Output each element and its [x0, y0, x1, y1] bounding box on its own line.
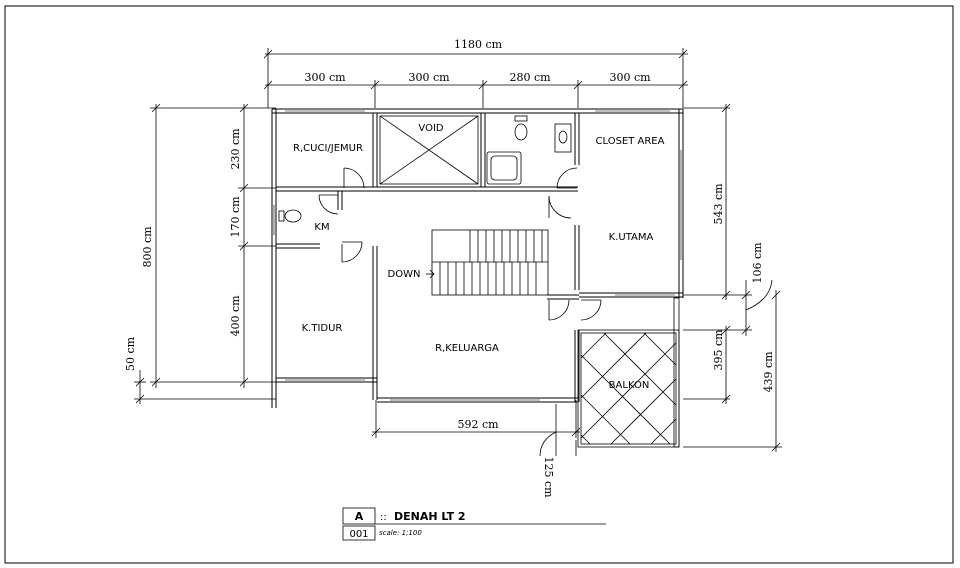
- dim-seg-2: 300 cm: [408, 71, 450, 84]
- dim-seg-3: 280 cm: [509, 71, 551, 84]
- room-label-k-tidur: K.TIDUR: [302, 323, 343, 334]
- room-label-balkon: BALKON: [609, 380, 650, 391]
- windows: [273, 110, 682, 401]
- title-block: [342, 507, 606, 541]
- dim-total-width: 1180 cm: [454, 38, 503, 51]
- dim-seg-1: 300 cm: [304, 71, 346, 84]
- dim-right-395: 395 cm: [712, 329, 725, 371]
- doors: [318, 167, 602, 321]
- room-label-r-keluarga: R,KELUARGA: [435, 343, 499, 354]
- room-label-k-utama: K.UTAMA: [609, 232, 654, 243]
- drawing-scale: scale: 1;100: [379, 529, 422, 537]
- dim-bottom-125: 125 cm: [542, 456, 555, 498]
- balcony: [577, 297, 680, 448]
- room-label-km: KM: [314, 222, 329, 233]
- sheet-border: [4, 5, 954, 564]
- fixtures: [278, 115, 572, 223]
- dim-right-543: 543 cm: [712, 183, 725, 225]
- dim-left-400: 400 cm: [229, 295, 242, 337]
- drawing-number: 001: [349, 529, 368, 540]
- walls: [271, 108, 684, 408]
- title-separator: ::: [380, 512, 387, 523]
- bottom-dimensions: [371, 400, 581, 457]
- dim-seg-4: 300 cm: [609, 71, 651, 84]
- dim-left-50: 50 cm: [124, 336, 137, 371]
- dim-right-439: 439 cm: [762, 351, 775, 393]
- right-dimensions: [683, 103, 782, 452]
- room-label-void: VOID: [418, 123, 443, 134]
- dim-right-106: 106 cm: [751, 242, 764, 284]
- title-letter: A: [355, 510, 364, 523]
- top-dimensions: [263, 48, 688, 108]
- dim-left-170: 170 cm: [229, 196, 242, 238]
- stairs-down-label: DOWN: [388, 269, 421, 280]
- room-label-cuci-jemur: R,CUCI/JEMUR: [293, 143, 363, 154]
- stairs: [426, 229, 549, 296]
- room-label-closet-area: CLOSET AREA: [596, 136, 665, 147]
- dim-bottom-592: 592 cm: [457, 418, 499, 431]
- drawing-title: DENAH LT 2: [394, 510, 466, 523]
- void-cross: [379, 115, 479, 185]
- left-dimensions: [134, 103, 276, 404]
- dim-total-depth: 800 cm: [141, 226, 154, 268]
- dim-left-230: 230 cm: [229, 128, 242, 170]
